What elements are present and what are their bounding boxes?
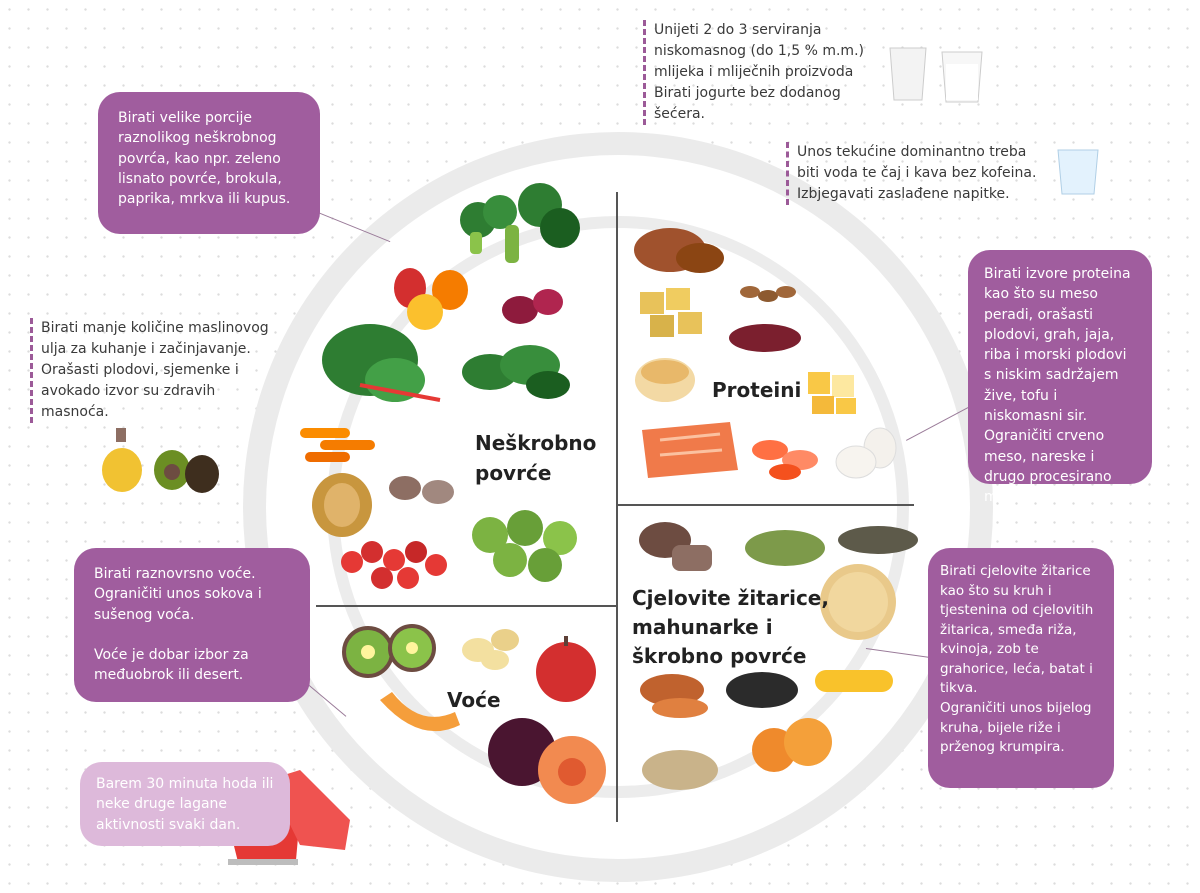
mushroom-icon xyxy=(389,476,454,504)
egg-icon xyxy=(835,427,897,479)
label-proteins: Proteini xyxy=(712,378,802,402)
label-fruit: Voće xyxy=(447,688,501,712)
onion-icon xyxy=(312,473,372,537)
tortilla-icon xyxy=(820,564,896,640)
corn-icon xyxy=(815,670,893,692)
shrimp-icon xyxy=(752,440,818,480)
chard-icon xyxy=(322,324,441,402)
label-vegetables: Neškrobno povrće xyxy=(475,431,597,485)
bubble-proteins: Birati izvore proteina kao što su meso p… xyxy=(968,250,1152,505)
broccoli-icon xyxy=(460,183,580,263)
melon-icon xyxy=(380,692,460,732)
bubble-grains: Birati cjelovite žitarice kao što su kru… xyxy=(928,548,1114,788)
cheese-icon xyxy=(808,372,856,414)
brussels-sprouts-icon xyxy=(472,510,577,582)
almond-icon xyxy=(740,286,796,302)
yogurt-icon xyxy=(889,47,927,101)
milk-glass-icon xyxy=(941,51,983,103)
bubble-activity: Barem 30 minuta hoda ili neke druge laga… xyxy=(80,762,290,846)
olive-oil-icon xyxy=(102,428,142,492)
peas-icon xyxy=(745,530,825,566)
spinach-icon xyxy=(462,345,570,399)
lentils-icon xyxy=(838,526,918,554)
label-grains: Cjelovite žitarice, mahunarke i škrobno … xyxy=(632,586,829,668)
hummus-icon xyxy=(635,358,695,402)
pepper-icon xyxy=(394,268,468,330)
sweet-potato-icon xyxy=(640,674,708,718)
apple-icon xyxy=(536,636,596,702)
beetroot-icon xyxy=(502,289,563,324)
bubble-fruit: Birati raznovrsno voće. Ograničiti unos … xyxy=(74,548,310,702)
oats-icon xyxy=(642,750,718,790)
pumpkin-icon xyxy=(752,718,832,772)
peach-icon xyxy=(538,736,606,804)
beans-icon xyxy=(729,324,801,352)
black-beans-icon xyxy=(726,672,798,708)
note-water: Unos tekućine dominantno treba biti voda… xyxy=(786,142,1049,205)
note-fats: Birati manje količine maslinovog ulja za… xyxy=(30,318,269,423)
note-dairy: Unijeti 2 do 3 serviranja niskomasnog (d… xyxy=(643,20,882,125)
chicken-icon xyxy=(634,228,724,273)
carrot-icon xyxy=(300,428,375,462)
tofu-icon xyxy=(640,288,702,337)
salmon-icon xyxy=(642,422,738,478)
water-glass-icon xyxy=(1057,149,1099,195)
avocado-icon xyxy=(154,450,219,493)
kiwi-icon xyxy=(342,624,436,678)
tomato-icon xyxy=(341,541,447,589)
bread-icon xyxy=(639,522,712,571)
banana-icon xyxy=(462,629,519,670)
bubble-vegetables: Birati velike porcije raznolikog neškrob… xyxy=(98,92,320,234)
